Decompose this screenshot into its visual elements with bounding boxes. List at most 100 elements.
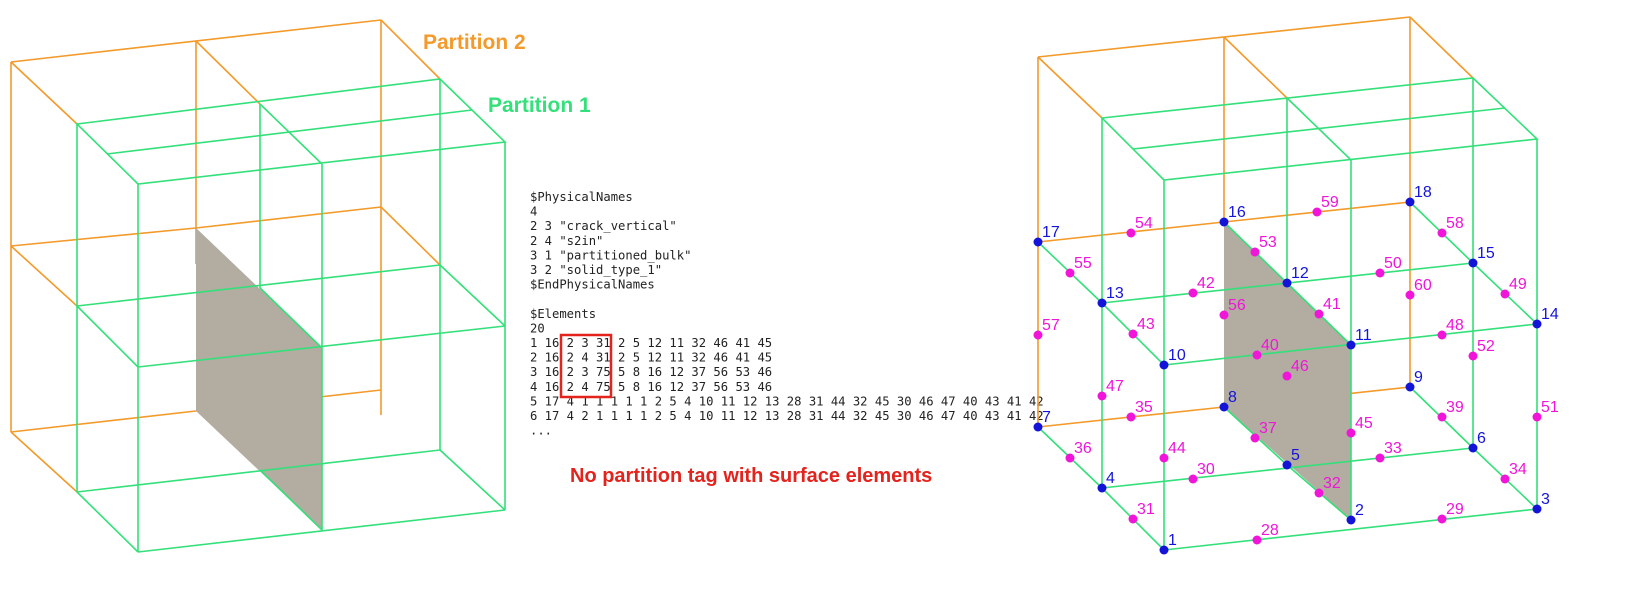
corner-node-label-15: 15 [1477,245,1495,262]
edge-node-55 [1065,268,1075,278]
corner-node-14 [1532,319,1542,329]
msh-code-line: 2 3 "crack_vertical" [530,219,677,233]
edge-node-50 [1375,268,1385,278]
note-text: No partition tag with surface elements [570,465,932,487]
right-crack-surface [1224,222,1351,520]
corner-node-label-5: 5 [1291,447,1300,464]
edge-node-34 [1500,474,1510,484]
edge-node-label-28: 28 [1261,522,1279,539]
msh-code-line: 1 16 2 3 31 2 5 12 11 32 46 41 45 [530,336,772,350]
msh-code-line: 3 2 "solid_type_1" [530,263,662,277]
edge-node-label-56: 56 [1228,297,1246,314]
edge-node-58 [1437,228,1447,238]
edge-node-41 [1314,309,1324,319]
corner-node-label-1: 1 [1168,532,1177,549]
edge-node-30 [1188,474,1198,484]
edge-node-40 [1252,350,1262,360]
msh-code-line: 20 [530,321,545,335]
msh-code-line: 3 1 "partitioned_bulk" [530,248,691,262]
edge-node-29 [1437,514,1447,524]
corner-node-label-2: 2 [1355,502,1364,519]
corner-node-15 [1468,258,1478,268]
corner-node-label-11: 11 [1355,327,1372,344]
edge-node-60 [1405,290,1415,300]
corner-node-label-4: 4 [1106,470,1115,487]
edge-node-53 [1250,247,1260,257]
edge-node-label-44: 44 [1168,440,1186,457]
edge-node-45 [1346,428,1356,438]
edge-node-39 [1437,412,1447,422]
edge-node-label-30: 30 [1197,461,1215,478]
corner-node-2 [1346,515,1356,525]
edge-node-54 [1126,228,1136,238]
edge-node-label-51: 51 [1541,399,1559,416]
msh-code-line: 4 [530,205,537,219]
corner-node-7 [1033,422,1043,432]
corner-node-13 [1097,298,1107,308]
corner-node-label-3: 3 [1541,491,1550,508]
edge-node-label-31: 31 [1137,501,1155,518]
corner-node-5 [1282,460,1292,470]
corner-node-label-10: 10 [1168,347,1186,364]
edge-node-49 [1500,289,1510,299]
edge-node-label-46: 46 [1291,358,1309,375]
edge-node-label-57: 57 [1042,317,1060,334]
corner-node-label-6: 6 [1477,430,1486,447]
edge-node-52 [1468,351,1478,361]
edge-node-51 [1532,412,1542,422]
edge-node-56 [1219,310,1229,320]
edge-node-label-32: 32 [1323,475,1341,492]
partition-tag-highlight [559,333,613,399]
edge-node-48 [1437,330,1447,340]
corner-node-11 [1346,340,1356,350]
edge-node-label-58: 58 [1446,215,1464,232]
msh-code-line: 2 4 "s2in" [530,234,603,248]
edge-node-label-53: 53 [1259,234,1277,251]
edge-node-33 [1375,453,1385,463]
edge-node-label-43: 43 [1137,316,1155,333]
corner-node-label-13: 13 [1106,285,1124,302]
edge-node-32 [1314,488,1324,498]
corner-node-label-8: 8 [1228,389,1237,406]
corner-node-16 [1219,217,1229,227]
edge-node-44 [1159,453,1169,463]
corner-node-label-17: 17 [1042,224,1060,241]
corner-node-label-12: 12 [1291,265,1309,282]
edge-node-36 [1065,453,1075,463]
crack-surface [196,228,322,530]
msh-code-line: 2 16 2 4 31 2 5 12 11 32 46 41 45 [530,351,772,365]
partition-2-label: Partition 2 [423,31,526,54]
edge-node-label-35: 35 [1135,399,1153,416]
edge-node-37 [1250,433,1260,443]
corner-node-12 [1282,278,1292,288]
corner-node-9 [1405,382,1415,392]
edge-node-label-40: 40 [1261,337,1279,354]
edge-node-42 [1188,288,1198,298]
edge-node-label-59: 59 [1321,194,1339,211]
msh-code-line: $EndPhysicalNames [530,278,655,292]
edge-node-label-47: 47 [1106,378,1124,395]
corner-node-4 [1097,483,1107,493]
edge-node-label-41: 41 [1323,296,1341,313]
corner-node-18 [1405,197,1415,207]
edge-node-43 [1128,329,1138,339]
edge-node-label-29: 29 [1446,501,1464,518]
edge-node-label-33: 33 [1384,440,1402,457]
corner-node-10 [1159,360,1169,370]
msh-code-line: 3 16 2 3 75 5 8 16 12 37 56 53 46 [530,365,772,379]
corner-node-label-9: 9 [1414,369,1423,386]
edge-node-label-54: 54 [1135,215,1153,232]
corner-node-6 [1468,443,1478,453]
msh-code-line: 4 16 2 4 75 5 8 16 12 37 56 53 46 [530,380,772,394]
msh-code-line: 6 17 4 2 1 1 1 1 2 5 4 10 11 12 13 28 31… [530,409,1044,423]
corner-node-1 [1159,545,1169,555]
corner-node-label-16: 16 [1228,204,1246,221]
corner-node-label-14: 14 [1541,306,1559,323]
corner-node-17 [1033,237,1043,247]
edge-node-label-45: 45 [1355,415,1373,432]
msh-code-line: $Elements [530,307,596,321]
corner-node-label-18: 18 [1414,184,1432,201]
